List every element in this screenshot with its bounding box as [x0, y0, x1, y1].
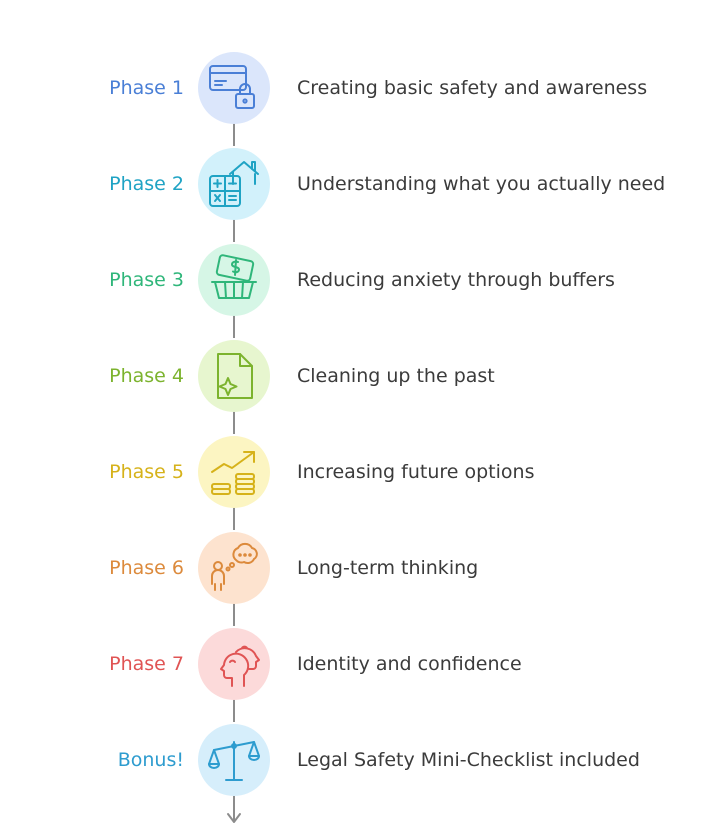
credit-card-lock-icon	[209, 65, 255, 109]
timeline-connector	[233, 506, 235, 530]
timeline-step-bonus: Bonus! Legal Safety Mini-Checklist inclu…	[0, 724, 712, 796]
timeline-connector	[233, 410, 235, 434]
timeline-step-phase-3: Phase 3 Reducing anxiety through buffers	[0, 244, 712, 316]
timeline-connector	[233, 218, 235, 242]
timeline-step-phase-5: Phase 5 Increasing future options	[0, 436, 712, 508]
phase-description: Reducing anxiety through buffers	[297, 269, 615, 291]
phase-label: Phase 3	[109, 269, 184, 291]
timeline-step-phase-6: Phase 6 Long-term thinking	[0, 532, 712, 604]
timeline-connector	[233, 314, 235, 338]
phase-label: Bonus!	[117, 749, 184, 771]
phase-description: Long-term thinking	[297, 557, 479, 579]
calculator-house-icon	[209, 161, 259, 207]
phase-label: Phase 7	[109, 653, 184, 675]
phase-description: Identity and confidence	[297, 653, 522, 675]
arrow-down-icon	[227, 813, 241, 823]
phase-label: Phase 2	[109, 173, 184, 195]
timeline-connector	[233, 698, 235, 722]
phase-icon-circle	[198, 724, 270, 796]
phase-description: Increasing future options	[297, 461, 535, 483]
phase-label: Phase 4	[109, 365, 184, 387]
phase-description: Understanding what you actually need	[297, 173, 666, 195]
phase-label: Phase 6	[109, 557, 184, 579]
phase-description: Cleaning up the past	[297, 365, 495, 387]
timeline-step-phase-1: Phase 1 Creating basic safety and awaren…	[0, 52, 712, 124]
document-sparkle-icon	[217, 353, 253, 399]
timeline-step-phase-7: Phase 7 Identity and confidence	[0, 628, 712, 700]
scales-icon	[208, 741, 260, 781]
phase-icon-circle	[198, 52, 270, 124]
timeline-connector	[233, 602, 235, 626]
phase-description: Legal Safety Mini-Checklist included	[297, 749, 640, 771]
growth-coins-icon	[211, 451, 255, 495]
phase-icon-circle	[198, 532, 270, 604]
timeline-step-phase-4: Phase 4 Cleaning up the past	[0, 340, 712, 412]
phase-description: Creating basic safety and awareness	[297, 77, 648, 99]
timeline-connector	[233, 122, 235, 146]
phase-icon-circle	[198, 436, 270, 508]
phase-icon-circle	[198, 244, 270, 316]
phase-label: Phase 5	[109, 461, 184, 483]
money-basket-icon	[211, 254, 257, 299]
timeline-step-phase-2: Phase 2 Understanding what you actually …	[0, 148, 712, 220]
phase-icon-circle	[198, 148, 270, 220]
timeline-tail-line	[233, 796, 235, 822]
faces-profile-icon	[220, 645, 260, 687]
phase-label: Phase 1	[109, 77, 184, 99]
phase-icon-circle	[198, 340, 270, 412]
phase-icon-circle	[198, 628, 270, 700]
person-thought-icon	[211, 542, 258, 591]
